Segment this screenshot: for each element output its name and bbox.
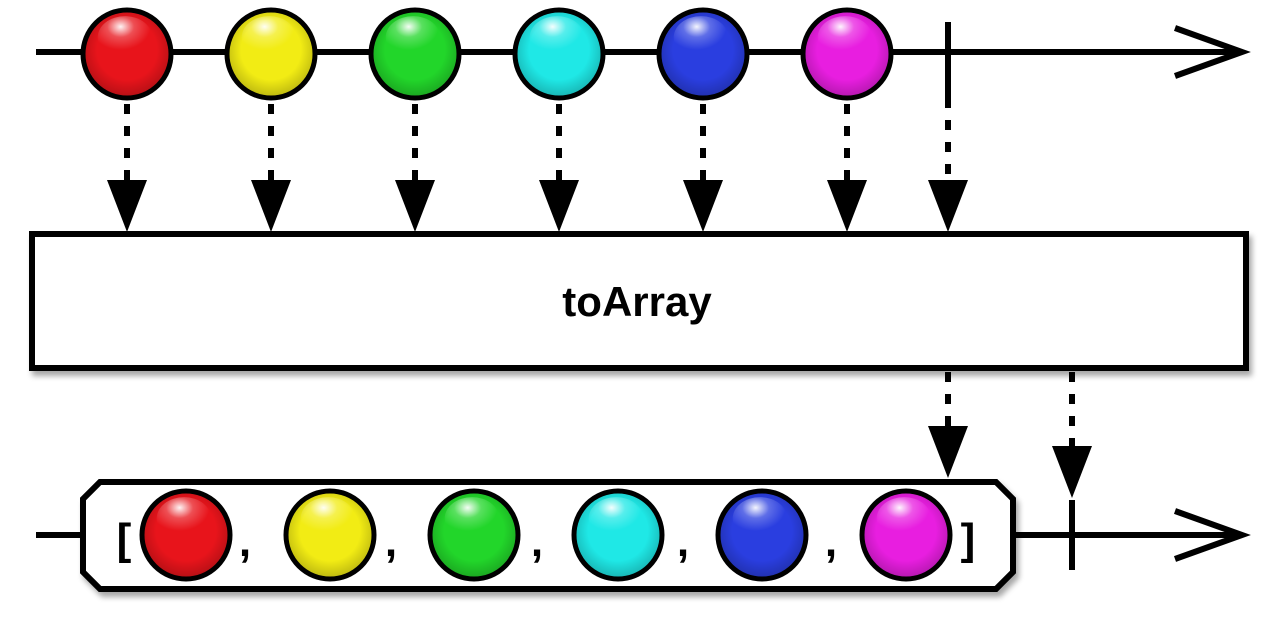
input-marble <box>656 7 750 101</box>
array-marble-highlight <box>876 497 932 540</box>
input-marble <box>368 7 462 101</box>
completion-arrow-head <box>928 180 968 232</box>
emission-arrow-head <box>539 180 579 232</box>
output-arrows <box>928 372 1092 498</box>
array-separator: , <box>677 517 689 566</box>
emission-arrow <box>539 104 579 232</box>
operator-rect <box>29 231 1249 371</box>
input-marble-highlight <box>97 16 153 59</box>
array-marble-highlight <box>588 497 644 540</box>
emission-arrow-head <box>395 180 435 232</box>
emission-arrow <box>107 104 147 232</box>
emission-arrow <box>827 104 867 232</box>
input-marble-highlight <box>529 16 585 59</box>
input-timeline <box>36 22 1251 98</box>
array-separator: , <box>239 517 251 566</box>
output-completion-arrow <box>1052 372 1092 498</box>
emission-arrow-head <box>251 180 291 232</box>
array-open-bracket: [ <box>117 515 132 564</box>
emission-arrow <box>683 104 723 232</box>
input-marble <box>512 7 606 101</box>
output-array-item: [ ] ,,,,, <box>80 479 1016 592</box>
emission-arrow <box>251 104 291 232</box>
array-marble <box>859 488 953 582</box>
emission-arrow-head <box>827 180 867 232</box>
input-marble <box>800 7 894 101</box>
array-separator: , <box>825 517 837 566</box>
array-marble-highlight <box>444 497 500 540</box>
array-close-bracket: ] <box>961 515 976 564</box>
input-timeline-arrowhead <box>1173 25 1251 79</box>
output-array-separators: ,,,,, <box>239 517 837 566</box>
array-marble <box>715 488 809 582</box>
array-marble-highlight <box>156 497 212 540</box>
array-separator: , <box>531 517 543 566</box>
array-marble <box>283 488 377 582</box>
input-marble-highlight <box>673 16 729 59</box>
operator-box: toArray <box>29 231 1249 371</box>
array-marble <box>427 488 521 582</box>
output-completion-arrow-head <box>1052 446 1092 498</box>
array-emission-arrow-head <box>928 426 968 478</box>
input-marble-highlight <box>817 16 873 59</box>
input-marble <box>80 7 174 101</box>
array-marble <box>571 488 665 582</box>
array-separator: , <box>385 517 397 566</box>
output-timeline-arrowhead <box>1173 508 1251 562</box>
completion-arrow <box>928 98 968 232</box>
input-marbles <box>80 7 894 101</box>
input-arrows <box>107 98 968 232</box>
emission-arrow-head <box>683 180 723 232</box>
input-marble <box>224 7 318 101</box>
input-marble-highlight <box>241 16 297 59</box>
input-marble-highlight <box>385 16 441 59</box>
array-marble <box>139 488 233 582</box>
emission-arrow <box>395 104 435 232</box>
array-marble-highlight <box>300 497 356 540</box>
output-array-marbles <box>139 488 953 582</box>
array-marble-highlight <box>732 497 788 540</box>
operator-label: toArray <box>562 278 712 325</box>
array-emission-arrow <box>928 372 968 478</box>
emission-arrow-head <box>107 180 147 232</box>
